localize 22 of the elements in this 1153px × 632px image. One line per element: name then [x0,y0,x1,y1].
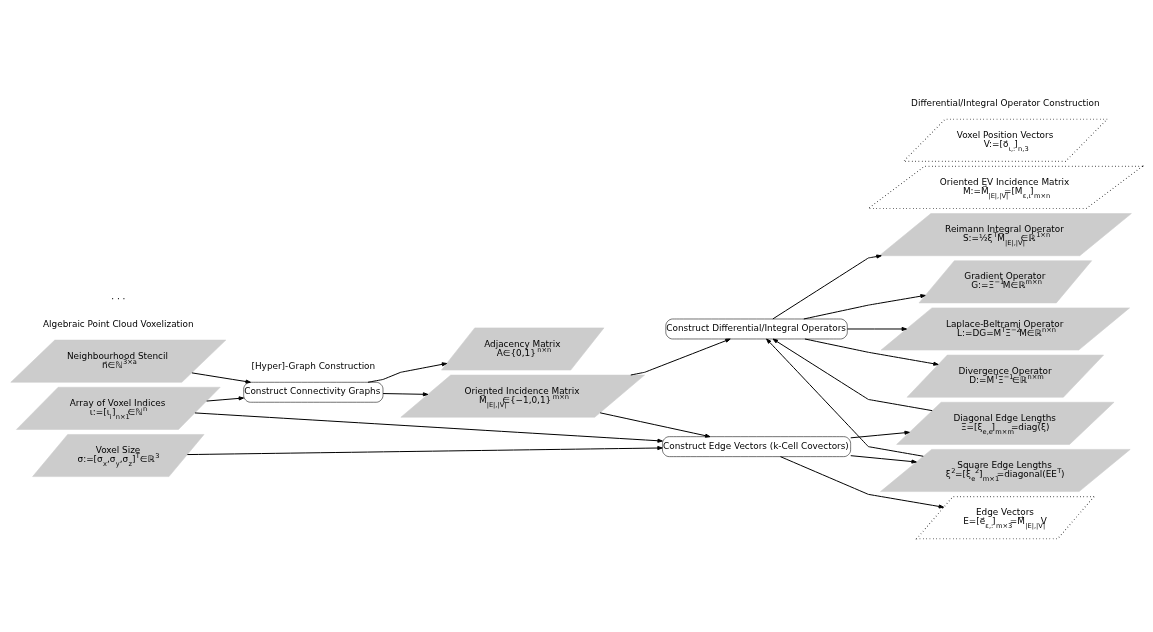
arrow [630,338,731,375]
label: [Hyper]-Graph Construction [251,360,376,371]
label: Differential/Integral Operator Construction [911,97,1100,108]
arrow [766,338,924,457]
arrow [599,411,711,438]
arrow [772,338,933,411]
arrow [206,395,245,402]
arrow [191,371,251,384]
arrow [804,338,939,366]
label: · · · [111,293,126,304]
arrow [382,391,429,396]
arrow [850,454,917,464]
label: Algebraic Point Cloud Voxelization [43,318,194,329]
node-box: Construct Differential/Integral Operators [665,318,848,339]
arrow [772,253,882,319]
arrow [367,361,448,383]
arrow [846,326,907,331]
arrow [186,445,663,455]
arrow [803,293,926,319]
arrow [779,455,945,508]
arrow [850,430,910,438]
arrow [194,411,663,443]
